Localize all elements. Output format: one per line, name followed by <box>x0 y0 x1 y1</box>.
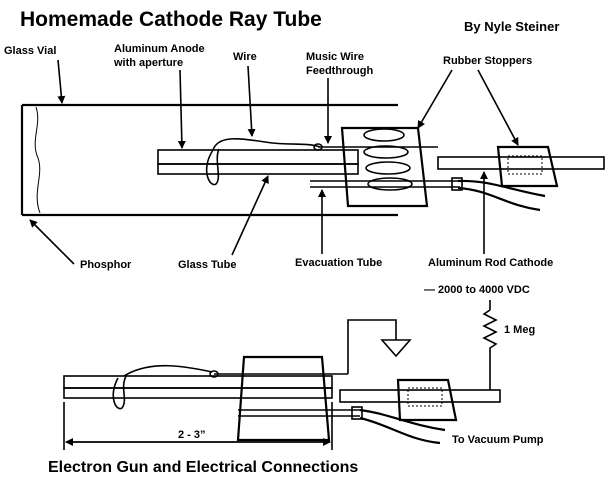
resistor-1meg <box>482 309 498 352</box>
label-dimension: 2 - 3” <box>178 429 206 441</box>
label-anode-line1: Aluminum Anode <box>114 43 205 55</box>
vacuum-hose-bottom <box>359 408 446 445</box>
anode-bottom <box>63 375 333 389</box>
phosphor-coating <box>34 106 41 214</box>
label-glass-vial: Glass Vial <box>4 45 56 57</box>
label-wire: Wire <box>233 51 257 63</box>
aluminum-anode <box>157 149 359 165</box>
wire-wrap-bottom <box>112 375 127 410</box>
cathode-bottom <box>339 389 501 403</box>
wire-bottom <box>123 364 213 377</box>
ground-wire <box>347 319 397 374</box>
wire-coil <box>363 128 413 191</box>
aluminum-rod-cathode <box>437 156 605 170</box>
label-phosphor: Phosphor <box>80 259 132 271</box>
label-anode-line2: with aperture <box>113 57 183 69</box>
label-rubber-stoppers: Rubber Stoppers <box>443 55 532 67</box>
rubber-stopper-bottom-small <box>396 378 458 422</box>
glass-tube-bottom <box>63 387 333 399</box>
label-vacuum-pump: To Vacuum Pump <box>452 434 544 446</box>
label-resistor: 1 Meg <box>504 324 535 336</box>
wire-wrap <box>205 148 220 186</box>
top-assembly <box>20 103 605 217</box>
label-voltage: — 2000 to 4000 VDC <box>424 284 530 296</box>
label-feedthrough-line1: Music Wire <box>306 51 364 63</box>
glass-tube <box>157 163 359 175</box>
label-evacuation-tube: Evacuation Tube <box>295 257 382 269</box>
diagram-title: Homemade Cathode Ray Tube <box>20 8 322 31</box>
glass-vial <box>20 103 398 217</box>
diagram-caption: Electron Gun and Electrical Connections <box>48 459 358 476</box>
rubber-stopper-large <box>340 126 429 208</box>
label-feedthrough-line2: Feedthrough <box>306 65 373 77</box>
rubber-stopper-small <box>496 145 559 188</box>
label-glass-tube: Glass Tube <box>178 259 236 271</box>
ground-icon <box>380 339 412 358</box>
label-cathode: Aluminum Rod Cathode <box>428 257 553 269</box>
wire <box>212 138 321 151</box>
top-labels: Glass Vial Aluminum Anode with aperture … <box>4 43 553 271</box>
vacuum-hose <box>457 179 546 212</box>
byline: By Nyle Steiner <box>464 19 559 34</box>
bottom-assembly <box>63 300 501 450</box>
bottom-labels: — 2000 to 4000 VDC 1 Meg 2 - 3” To Vacuu… <box>178 284 544 446</box>
